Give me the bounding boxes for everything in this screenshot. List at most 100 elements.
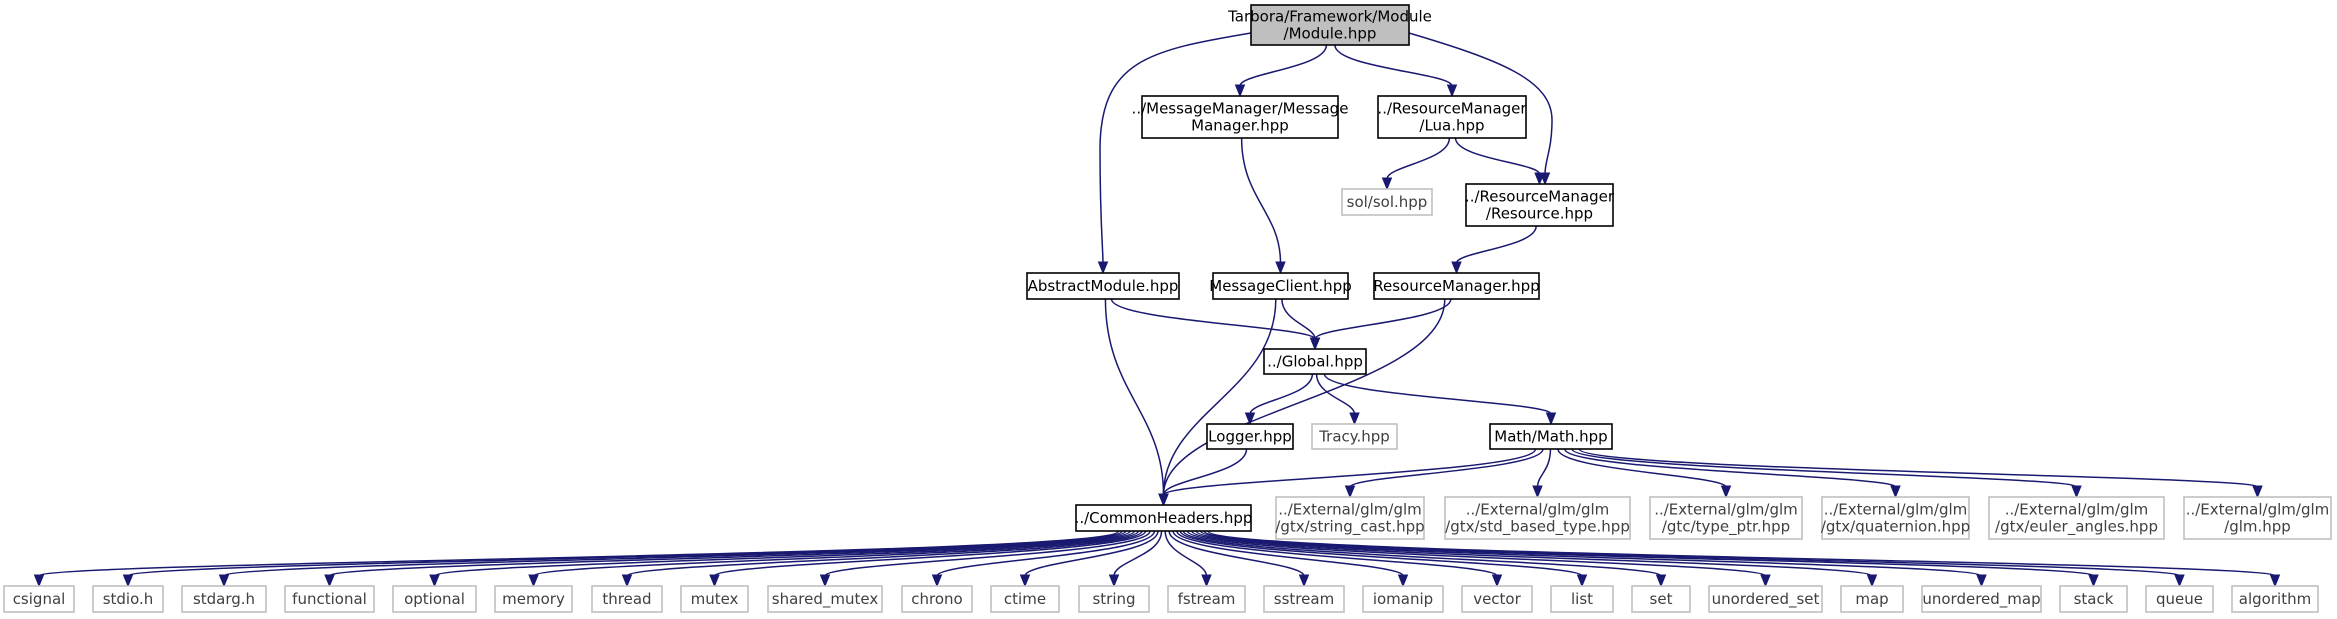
node-label: /gtx/string_cast.hpp bbox=[1275, 518, 1424, 537]
node-functional[interactable]: functional bbox=[284, 585, 375, 613]
node-label: Tracy.hpp bbox=[1318, 428, 1390, 446]
node-label: unordered_set bbox=[1712, 590, 1820, 609]
node-set[interactable]: set bbox=[1631, 585, 1691, 613]
node-label: /gtx/std_based_type.hpp bbox=[1445, 518, 1630, 537]
node-box bbox=[3, 585, 75, 613]
node-label: algorithm bbox=[2239, 590, 2311, 608]
edge-common-to-queue bbox=[1203, 530, 2185, 588]
node-ctime[interactable]: ctime bbox=[990, 585, 1060, 613]
node-math[interactable]: Math/Math.hpp bbox=[1489, 423, 1613, 450]
node-box bbox=[1263, 348, 1367, 375]
node-euler[interactable]: ../External/glm/glm/gtx/euler_angles.hpp bbox=[1988, 496, 2165, 540]
node-tracy[interactable]: Tracy.hpp bbox=[1311, 423, 1398, 450]
node-module[interactable]: Tarbora/Framework/Module/Module.hpp bbox=[1227, 4, 1432, 46]
node-label: ../ResourceManager bbox=[1465, 188, 1615, 206]
node-box bbox=[284, 585, 375, 613]
node-box bbox=[1078, 585, 1150, 613]
node-iomanip[interactable]: iomanip bbox=[1362, 585, 1444, 613]
node-box bbox=[1250, 4, 1410, 46]
edge-resmgr-to-common bbox=[1158, 298, 1446, 507]
edge-global-to-math bbox=[1323, 373, 1557, 426]
node-label: /Lua.hpp bbox=[1419, 117, 1484, 135]
node-box bbox=[1461, 585, 1533, 613]
node-resource[interactable]: ../ResourceManager/Resource.hpp bbox=[1465, 183, 1615, 227]
node-list[interactable]: list bbox=[1550, 585, 1614, 613]
node-label: unordered_map bbox=[1922, 590, 2040, 609]
edge-math-to-glmhpp bbox=[1578, 448, 2263, 499]
edge-common-to-algorithm bbox=[1207, 530, 2281, 588]
node-label: ../External/glm/glm bbox=[2186, 501, 2330, 519]
node-stdargh[interactable]: stdarg.h bbox=[181, 585, 267, 613]
node-label: stdio.h bbox=[103, 590, 154, 608]
edge-common-to-memory bbox=[528, 530, 1140, 588]
node-typeptr[interactable]: ../External/glm/glm/gtc/type_ptr.hpp bbox=[1649, 496, 1803, 540]
node-box bbox=[591, 585, 663, 613]
edge-module-to-lua bbox=[1334, 44, 1458, 98]
node-label: /Resource.hpp bbox=[1486, 205, 1593, 223]
edge-math-to-euler bbox=[1571, 448, 2082, 499]
node-memory[interactable]: memory bbox=[494, 585, 573, 613]
node-box bbox=[2145, 585, 2214, 613]
node-map[interactable]: map bbox=[1840, 585, 1904, 613]
edge-common-to-stdioh bbox=[122, 530, 1123, 588]
node-csignal[interactable]: csignal bbox=[3, 585, 75, 613]
edge-msgclient-to-common bbox=[1158, 298, 1277, 507]
edge-module-to-abstract bbox=[1097, 32, 1252, 275]
node-box bbox=[1489, 423, 1613, 450]
edge-math-to-stdbased bbox=[1532, 448, 1552, 499]
node-box bbox=[1840, 585, 1904, 613]
node-label: ctime bbox=[1004, 590, 1046, 608]
node-algorithm[interactable]: algorithm bbox=[2231, 585, 2319, 613]
node-label: /glm.hpp bbox=[2224, 518, 2291, 536]
node-box bbox=[2231, 585, 2319, 613]
edge-common-to-shared_mutex bbox=[819, 530, 1151, 588]
node-glmhpp[interactable]: ../External/glm/glm/glm.hpp bbox=[2183, 496, 2332, 540]
edge-common-to-unordered_map bbox=[1195, 530, 1987, 588]
node-thread[interactable]: thread bbox=[591, 585, 663, 613]
edge-module-to-msgmgr bbox=[1234, 44, 1328, 98]
node-shared_mutex[interactable]: shared_mutex bbox=[767, 585, 883, 613]
edge-common-to-mutex bbox=[709, 530, 1147, 588]
node-lua[interactable]: ../ResourceManager/Lua.hpp bbox=[1377, 95, 1527, 139]
node-chrono[interactable]: chrono bbox=[901, 585, 973, 613]
node-label: string bbox=[1092, 590, 1135, 608]
node-sstream[interactable]: sstream bbox=[1263, 585, 1345, 613]
edge-abstract-to-common bbox=[1104, 298, 1169, 507]
edge-common-to-ctime bbox=[1019, 530, 1159, 588]
node-box bbox=[92, 585, 164, 613]
edge-common-to-iomanip bbox=[1172, 530, 1409, 588]
node-common[interactable]: ../CommonHeaders.hpp bbox=[1075, 504, 1253, 532]
node-msgclient[interactable]: MessageClient.hpp bbox=[1209, 272, 1352, 300]
node-unordered_set[interactable]: unordered_set bbox=[1708, 585, 1823, 613]
node-abstract[interactable]: AbstractModule.hpp bbox=[1026, 272, 1180, 300]
node-resmgr[interactable]: ResourceManager.hpp bbox=[1373, 272, 1540, 300]
node-unordered_map[interactable]: unordered_map bbox=[1921, 585, 2042, 613]
node-mutex[interactable]: mutex bbox=[680, 585, 749, 613]
node-logger[interactable]: Logger.hpp bbox=[1206, 423, 1294, 450]
node-box bbox=[1631, 585, 1691, 613]
node-msgmgr[interactable]: ../MessageManager/MessageManager.hpp bbox=[1132, 95, 1349, 139]
node-strcast[interactable]: ../External/glm/glm/gtx/string_cast.hpp bbox=[1275, 496, 1425, 540]
node-box bbox=[1341, 188, 1433, 216]
node-sol[interactable]: sol/sol.hpp bbox=[1341, 188, 1433, 216]
node-box bbox=[1075, 504, 1252, 532]
node-string[interactable]: string bbox=[1078, 585, 1150, 613]
node-stack[interactable]: stack bbox=[2059, 585, 2128, 613]
node-global[interactable]: ../Global.hpp bbox=[1263, 348, 1367, 375]
edge-common-to-set bbox=[1182, 530, 1667, 588]
node-label: chrono bbox=[911, 590, 962, 608]
edge-math-to-strcast bbox=[1344, 448, 1544, 499]
node-queue[interactable]: queue bbox=[2145, 585, 2214, 613]
node-stdbased[interactable]: ../External/glm/glm/gtx/std_based_type.h… bbox=[1444, 496, 1631, 540]
node-fstream[interactable]: fstream bbox=[1167, 585, 1246, 613]
node-quat[interactable]: ../External/glm/glm/gtx/quaternion.hpp bbox=[1821, 496, 1970, 540]
node-box bbox=[1377, 95, 1527, 139]
node-box bbox=[1263, 585, 1345, 613]
node-optional[interactable]: optional bbox=[392, 585, 477, 613]
edge-math-to-quat bbox=[1564, 448, 1901, 499]
node-box bbox=[1206, 423, 1294, 450]
node-vector[interactable]: vector bbox=[1461, 585, 1533, 613]
node-stdioh[interactable]: stdio.h bbox=[92, 585, 164, 613]
node-label: ../CommonHeaders.hpp bbox=[1075, 509, 1253, 527]
